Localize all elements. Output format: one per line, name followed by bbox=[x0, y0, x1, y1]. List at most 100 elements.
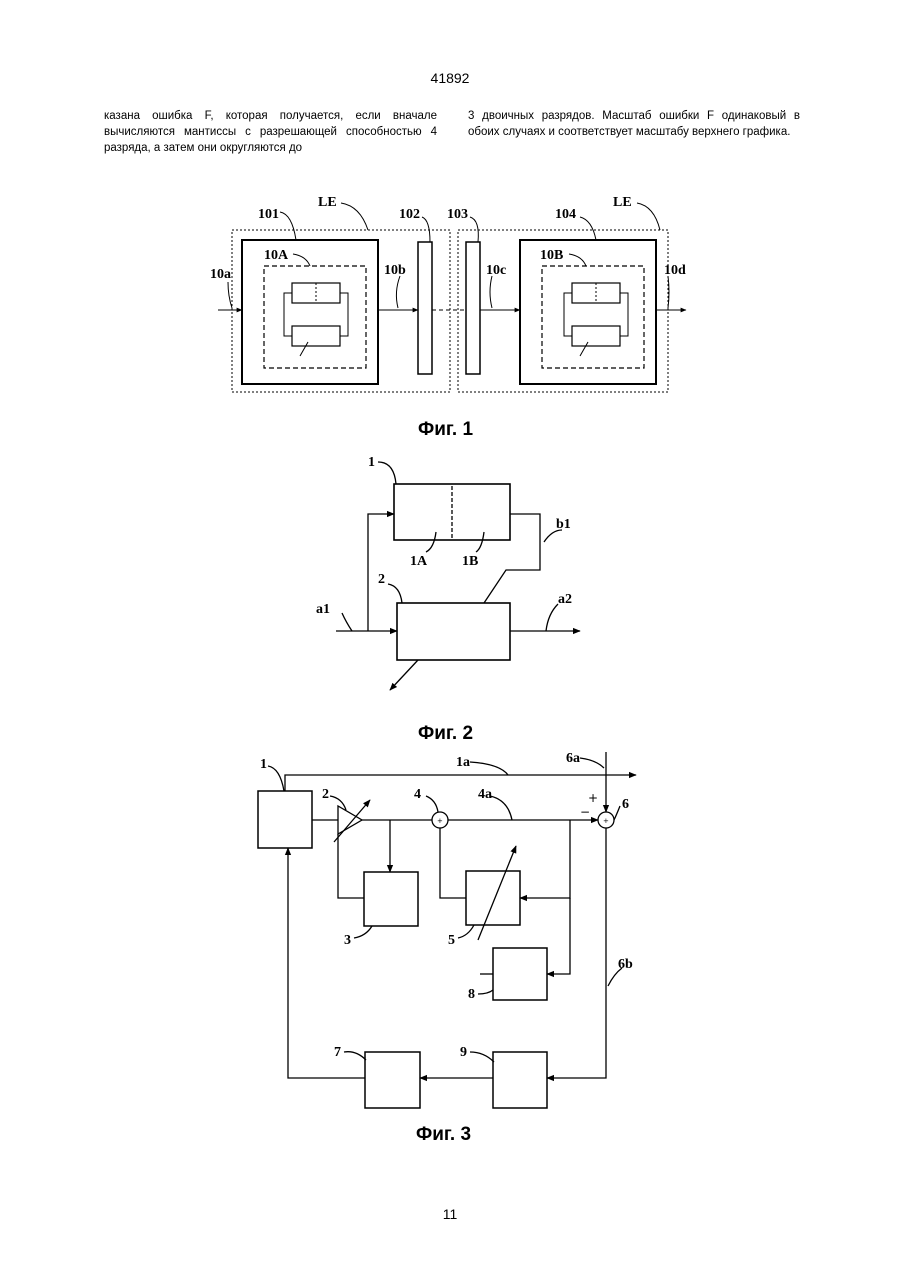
block-10A-feedback bbox=[340, 293, 348, 336]
label-fig3-2: 2 bbox=[322, 787, 329, 802]
block-5-variable bbox=[478, 846, 516, 940]
label-summer-4-plus: + bbox=[437, 817, 443, 825]
block-10B-bottom-element bbox=[572, 326, 620, 346]
leader-fig3-1 bbox=[268, 766, 284, 791]
figure-3-caption: Фиг. 3 bbox=[416, 1124, 471, 1145]
leader-fig3-8 bbox=[478, 990, 493, 994]
label-101: 101 bbox=[258, 207, 279, 222]
leader-10B bbox=[569, 254, 586, 266]
leader-fig3-9 bbox=[470, 1052, 494, 1062]
label-plus-input: + bbox=[588, 791, 598, 805]
block-3 bbox=[364, 872, 418, 926]
leader-10b bbox=[396, 276, 400, 308]
block-7 bbox=[365, 1052, 420, 1108]
label-fig2-1: 1 bbox=[368, 455, 375, 470]
leader-4a bbox=[490, 796, 512, 820]
block-1-fig3 bbox=[258, 791, 312, 848]
signal-6b bbox=[547, 828, 606, 1078]
leader-10a bbox=[228, 282, 232, 308]
label-1B: 1B bbox=[462, 554, 478, 569]
leader-1A bbox=[426, 532, 436, 552]
label-10d: 10d bbox=[664, 263, 686, 278]
label-10c: 10c bbox=[486, 263, 506, 278]
label-10b: 10b bbox=[384, 263, 406, 278]
leader-10c bbox=[490, 276, 492, 308]
label-fig2-2: 2 bbox=[378, 572, 385, 587]
label-10B: 10B bbox=[540, 248, 563, 263]
label-summer-6-plus: + bbox=[603, 817, 609, 825]
figure-1-labels: LE LE 101 102 103 104 10A 10B 10a 10b 10… bbox=[210, 195, 686, 440]
leader-6a bbox=[580, 758, 604, 768]
page-footer-number: 11 bbox=[0, 1206, 900, 1222]
figure-1 bbox=[218, 203, 686, 392]
leader-fig3-5 bbox=[458, 925, 474, 938]
leader-fig3-3 bbox=[354, 926, 372, 938]
signal-b1 bbox=[484, 514, 540, 603]
leader-a1 bbox=[342, 613, 352, 631]
leader-104 bbox=[580, 217, 596, 240]
signal-1a bbox=[285, 775, 636, 791]
block-2 bbox=[397, 603, 510, 660]
leader-1a bbox=[470, 762, 508, 775]
output-arrow-down bbox=[390, 660, 418, 690]
wire-to-block-8 bbox=[547, 898, 570, 974]
label-1A: 1A bbox=[410, 554, 428, 569]
leader-1B bbox=[476, 532, 484, 552]
block-101 bbox=[242, 240, 378, 384]
figure-2-caption: Фиг. 2 bbox=[418, 723, 473, 744]
wire-7-to-1 bbox=[288, 848, 365, 1078]
block-10A-bottom-element bbox=[292, 326, 340, 346]
figure-2 bbox=[336, 462, 580, 690]
label-fig3-6: 6 bbox=[622, 797, 629, 812]
label-fig3-8: 8 bbox=[468, 987, 475, 1002]
block-10B-dashed bbox=[542, 266, 644, 368]
label-b1: b1 bbox=[556, 517, 571, 532]
label-1a: 1a bbox=[456, 755, 470, 770]
label-fig3-4: 4 bbox=[414, 787, 421, 802]
leader-a2 bbox=[546, 604, 558, 631]
label-103: 103 bbox=[447, 207, 468, 222]
leader-fig3-4 bbox=[426, 796, 438, 812]
leader-fig3-7 bbox=[344, 1052, 366, 1060]
figure-1-caption: Фиг. 1 bbox=[418, 419, 473, 440]
leader-101 bbox=[280, 212, 296, 240]
block-10A-loop bbox=[284, 293, 292, 336]
leader-le-right bbox=[637, 203, 660, 230]
leader-2 bbox=[388, 584, 402, 603]
block-10A-arrow bbox=[300, 342, 308, 356]
block-103 bbox=[466, 242, 480, 374]
label-104: 104 bbox=[555, 207, 576, 222]
label-a1: a1 bbox=[316, 602, 330, 617]
block-10B-loop bbox=[564, 293, 572, 336]
label-6b: 6b bbox=[618, 957, 633, 972]
label-fig3-7: 7 bbox=[334, 1045, 341, 1060]
block-10B-feedback bbox=[620, 293, 628, 336]
block-10B-arrow bbox=[580, 342, 588, 356]
label-minus-input: − bbox=[580, 805, 590, 819]
label-le-right: LE bbox=[613, 195, 632, 210]
label-102: 102 bbox=[399, 207, 420, 222]
leader-fig3-6 bbox=[614, 806, 620, 820]
wire-4a-to-5 bbox=[520, 820, 570, 898]
block-8 bbox=[493, 948, 547, 1000]
figure-3-labels: 1 1a 6a 2 4 4a 6 + − + + 3 5 8 6b 7 9 Фи… bbox=[260, 751, 633, 1145]
label-fig3-5: 5 bbox=[448, 933, 455, 948]
wire-5-to-4 bbox=[440, 828, 466, 898]
label-a2: a2 bbox=[558, 592, 572, 607]
label-fig3-9: 9 bbox=[460, 1045, 467, 1060]
label-6a: 6a bbox=[566, 751, 580, 766]
block-9 bbox=[493, 1052, 547, 1108]
label-le-left: LE bbox=[318, 195, 337, 210]
leader-1 bbox=[378, 462, 396, 484]
label-fig3-1: 1 bbox=[260, 757, 267, 772]
leader-10A bbox=[293, 254, 310, 266]
amplifier-2 bbox=[338, 806, 362, 834]
block-10A-dashed bbox=[264, 266, 366, 368]
block-102 bbox=[418, 242, 432, 374]
wire-block-3-feedback bbox=[338, 834, 364, 898]
label-10a: 10a bbox=[210, 267, 231, 282]
label-10A: 10A bbox=[264, 248, 289, 263]
block-5 bbox=[466, 871, 520, 925]
leader-le-left bbox=[341, 203, 368, 230]
